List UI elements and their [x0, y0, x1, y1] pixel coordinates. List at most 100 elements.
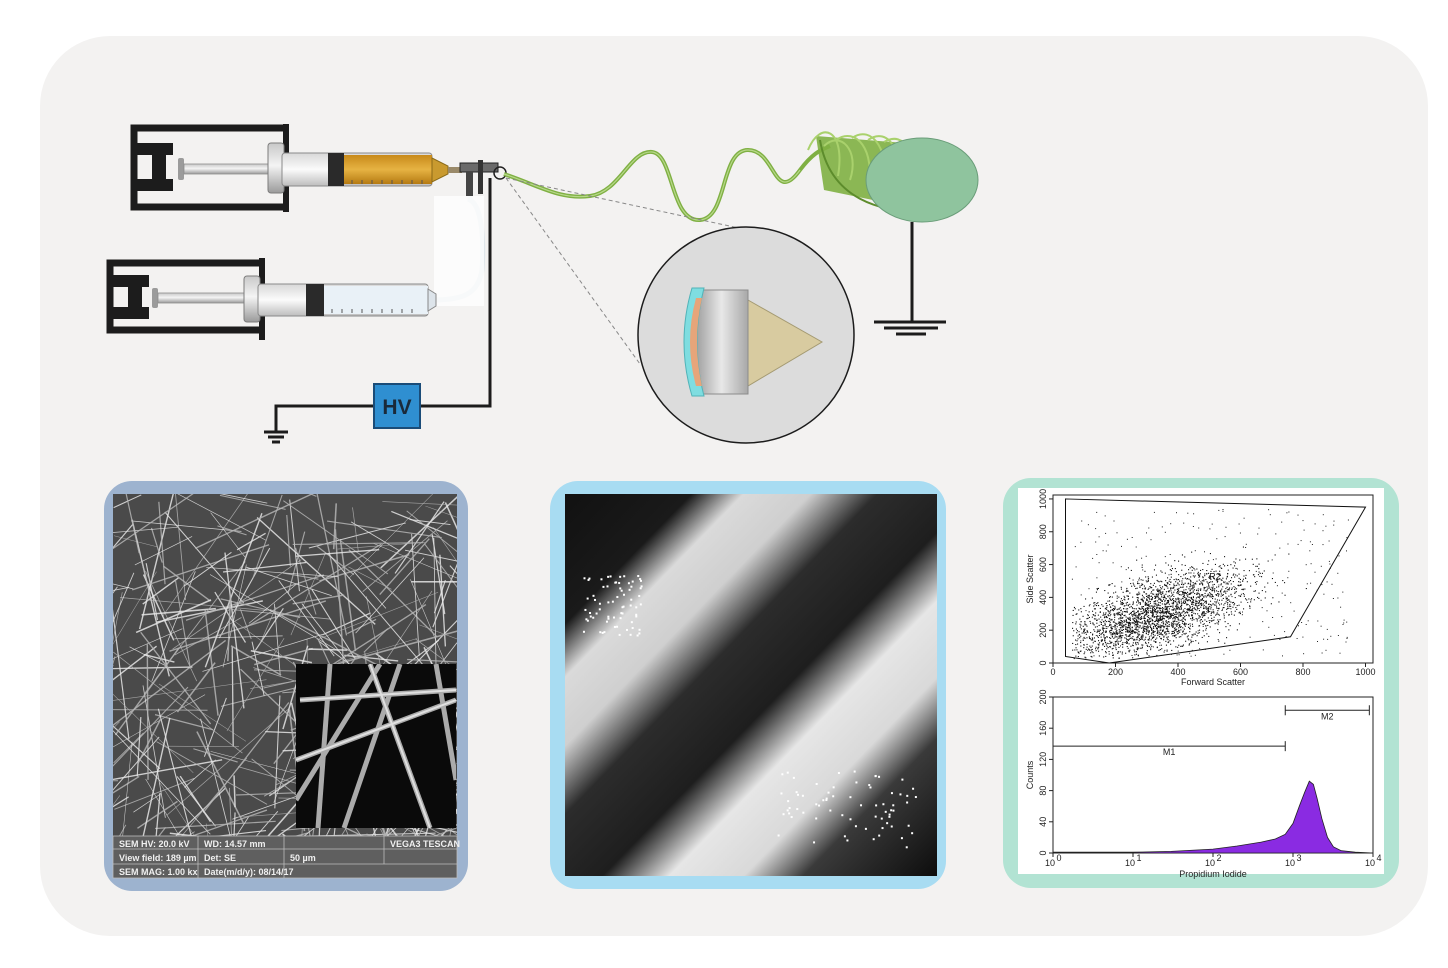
y-tick-label: 800 — [1038, 524, 1048, 539]
scatter-point — [1147, 619, 1149, 621]
scatter-point — [1077, 638, 1079, 640]
scatter-point — [1109, 596, 1111, 598]
scatter-point — [1173, 621, 1175, 623]
scatter-point — [1106, 648, 1108, 650]
scatter-point — [1107, 647, 1109, 649]
scatter-point — [1145, 620, 1147, 622]
scatter-point — [1164, 599, 1166, 601]
scatter-point — [1191, 585, 1193, 587]
scatter-point — [1170, 565, 1172, 567]
scatter-point — [1095, 648, 1097, 650]
scatter-point — [1231, 587, 1233, 589]
scatter-point — [1160, 629, 1162, 631]
tem-speck — [900, 837, 903, 840]
scatter-point — [1156, 608, 1158, 610]
sem-fiber — [433, 537, 437, 688]
scatter-point — [1130, 633, 1132, 635]
scatter-point — [1259, 572, 1261, 574]
scatter-point — [1192, 640, 1194, 642]
scatter-point — [1115, 649, 1117, 651]
hv-power-supply — [373, 383, 421, 429]
scatter-point — [1182, 591, 1184, 593]
scatter-point — [1113, 643, 1115, 645]
scatter-point — [1221, 579, 1223, 581]
scatter-point — [1227, 602, 1229, 604]
scatter-point — [1158, 590, 1160, 592]
scatter-point — [1175, 598, 1177, 600]
x-axis-label: Forward Scatter — [1181, 677, 1245, 687]
scatter-point — [1139, 626, 1141, 628]
scatter-point — [1157, 610, 1159, 612]
scatter-point — [1186, 592, 1188, 594]
scatter-point — [1121, 623, 1123, 625]
scatter-point — [1139, 614, 1141, 616]
scatter-point — [1158, 615, 1160, 617]
scatter-point — [1088, 649, 1090, 651]
tem-speck — [875, 804, 878, 807]
scatter-point — [1180, 606, 1182, 608]
scatter-point — [1255, 570, 1257, 572]
scatter-point — [1202, 611, 1204, 613]
scatter-point — [1111, 636, 1113, 638]
sem-fiber — [332, 503, 338, 550]
scatter-point — [1155, 564, 1157, 566]
scatter-point — [1233, 573, 1235, 575]
scatter-point — [1098, 536, 1100, 538]
scatter-point — [1206, 594, 1208, 596]
scatter-point — [1170, 622, 1172, 624]
scatter-point — [1093, 629, 1095, 631]
scatter-point — [1190, 641, 1192, 643]
scatter-point — [1158, 625, 1160, 627]
tem-fiber-image — [565, 494, 937, 876]
scatter-point — [1139, 602, 1141, 604]
scatter-point — [1144, 622, 1146, 624]
scatter-point — [1271, 559, 1273, 561]
scatter-point — [1165, 593, 1167, 595]
scatter-point — [1168, 591, 1170, 593]
scatter-point — [1184, 582, 1186, 584]
scatter-point — [1195, 640, 1197, 642]
scatter-point — [1159, 615, 1161, 617]
scatter-point — [1176, 616, 1178, 618]
scatter-point — [1204, 600, 1206, 602]
sem-fiber — [316, 592, 439, 641]
histogram-area — [1052, 780, 1374, 854]
tem-speck — [888, 815, 891, 818]
scatter-point — [1091, 656, 1093, 658]
sem-fiber — [407, 658, 457, 663]
scatter-point — [1225, 526, 1227, 528]
scatter-point — [1181, 583, 1183, 585]
scatter-point — [1192, 582, 1194, 584]
scatter-point — [1145, 612, 1147, 614]
scatter-point — [1075, 566, 1077, 568]
scatter-point — [1113, 645, 1115, 647]
scatter-point — [1152, 622, 1154, 624]
scatter-point — [1298, 625, 1299, 627]
scatter-point — [1224, 642, 1226, 644]
scatter-point — [1218, 608, 1220, 610]
scatter-point — [1343, 619, 1345, 621]
scatter-point — [1078, 652, 1080, 654]
scatter-point — [1121, 621, 1123, 623]
scatter-point — [1147, 580, 1149, 582]
scatter-point — [1149, 586, 1151, 588]
scatter-point — [1229, 605, 1231, 607]
scatter-point — [1192, 604, 1194, 606]
tubing-highlight — [434, 196, 484, 306]
scatter-point — [1149, 617, 1151, 619]
scatter-point — [1169, 612, 1171, 614]
scatter-point — [1133, 649, 1135, 651]
scatter-point — [1072, 622, 1074, 624]
scatter-point — [1104, 638, 1106, 640]
scatter-point — [1320, 625, 1322, 627]
scatter-point — [1098, 605, 1100, 607]
scatter-point — [1149, 595, 1151, 597]
scatter-point — [1132, 604, 1134, 606]
scatter-point — [1250, 601, 1252, 603]
scatter-point — [1080, 650, 1082, 652]
scatter-point — [1114, 625, 1116, 627]
scatter-point — [1174, 617, 1176, 619]
scatter-point — [1320, 565, 1322, 567]
scatter-point — [1207, 609, 1209, 611]
sem-fiber — [113, 709, 208, 711]
